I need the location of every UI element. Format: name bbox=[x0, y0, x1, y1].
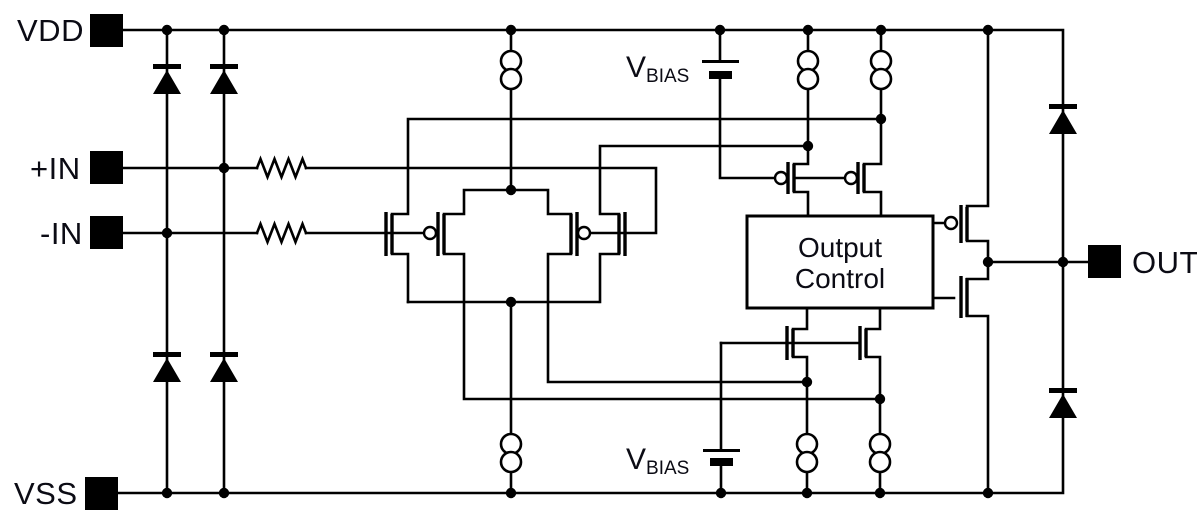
out-pin-label: OUT bbox=[1132, 245, 1197, 280]
input-right-source-wire bbox=[598, 252, 621, 304]
wires bbox=[116, 28, 1090, 495]
pin-vdd bbox=[90, 14, 123, 47]
input-left-source-wire bbox=[390, 252, 410, 304]
resistor-in-plus bbox=[255, 155, 308, 181]
esd-diode-bottom-2 bbox=[210, 352, 238, 382]
current-source-top-right bbox=[869, 49, 893, 91]
output-control-line1: Output bbox=[798, 232, 882, 263]
output-nmos bbox=[959, 276, 969, 318]
cascode-pmos-right bbox=[843, 162, 866, 194]
output-control-block: Output Control bbox=[745, 214, 935, 310]
current-source-bottom-right bbox=[868, 432, 892, 474]
output-nmos-wires bbox=[931, 260, 990, 495]
cascode-left-wires bbox=[792, 28, 810, 217]
pmos-right-drain-wire bbox=[546, 252, 809, 384]
pin-in-plus bbox=[90, 151, 123, 184]
esd-diode-top-2 bbox=[210, 64, 238, 94]
vbias-top-label: VBIAS bbox=[626, 51, 689, 87]
current-source-bottom-left bbox=[795, 432, 819, 474]
vbias-top-wire bbox=[718, 28, 777, 180]
input-pmos-right bbox=[569, 212, 592, 256]
cascode-right-wires bbox=[862, 28, 883, 217]
resistor-in-minus bbox=[255, 220, 308, 246]
input-left-drain-wire bbox=[390, 117, 883, 216]
pin-vss bbox=[85, 477, 118, 510]
junction-dots bbox=[161, 24, 1069, 499]
vbias-top-battery bbox=[702, 60, 739, 79]
mirror-nmos-left bbox=[785, 326, 795, 360]
esd-diode-out-top bbox=[1049, 104, 1077, 134]
pmos-left-drain-wire bbox=[442, 252, 882, 401]
mirror-right-wires bbox=[864, 306, 882, 495]
esd-diode-out-bottom bbox=[1049, 388, 1077, 418]
current-source-top-left bbox=[796, 49, 820, 91]
esd-diode-top-1 bbox=[153, 64, 181, 94]
current-source-bottom-tail bbox=[499, 432, 523, 474]
output-pmos-wires bbox=[931, 28, 990, 264]
input-nmos-right bbox=[617, 212, 627, 256]
vbias-bottom-battery bbox=[703, 449, 740, 466]
in-minus-pin-label: -IN bbox=[40, 216, 83, 251]
input-pmos-left bbox=[422, 212, 446, 256]
vbias-bottom-label: VBIAS bbox=[626, 443, 689, 479]
in-plus-pin-label: +IN bbox=[30, 151, 81, 186]
vdd-pin-label: VDD bbox=[17, 13, 84, 48]
input-right-drain-wire bbox=[598, 144, 810, 216]
current-source-top-tail bbox=[499, 49, 523, 91]
input-nmos-left bbox=[384, 212, 394, 256]
output-pmos bbox=[943, 205, 969, 243]
pin-in-minus bbox=[90, 216, 123, 249]
esd-diode-bottom-1 bbox=[153, 352, 181, 382]
mirror-left-wires bbox=[791, 306, 809, 495]
cascode-pmos-left bbox=[773, 162, 796, 194]
vss-pin-label: VSS bbox=[14, 476, 78, 511]
pin-out bbox=[1088, 245, 1121, 278]
output-control-line2: Control bbox=[795, 263, 885, 294]
mirror-nmos-right bbox=[858, 326, 868, 360]
